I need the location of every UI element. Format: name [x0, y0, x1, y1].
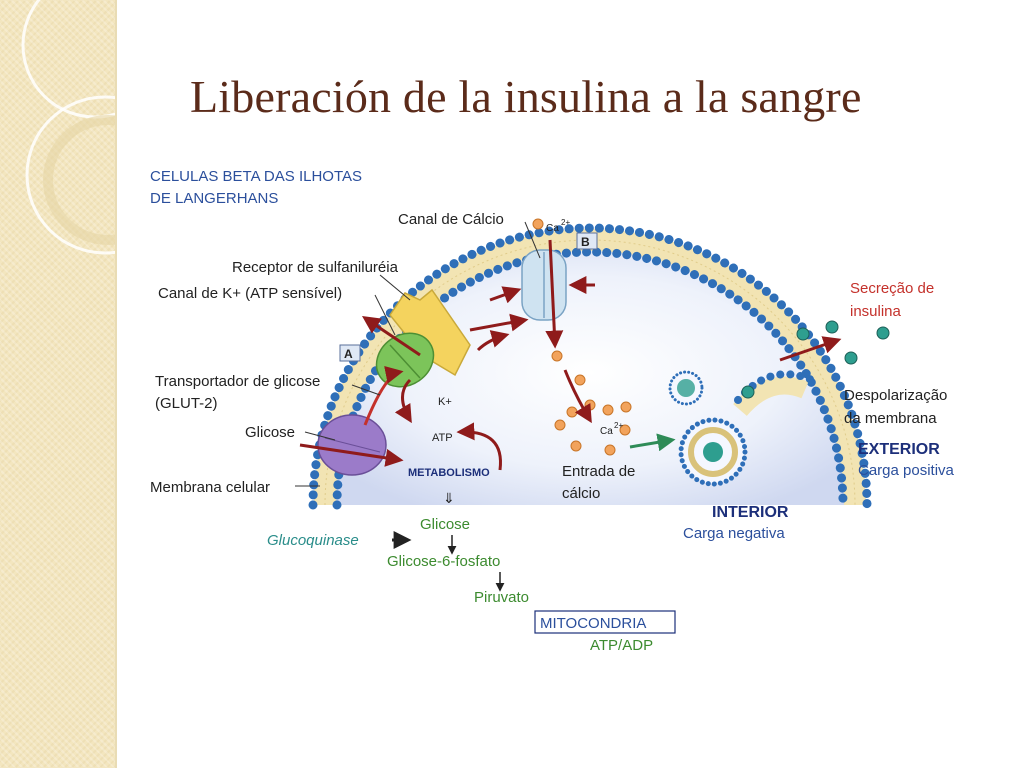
label-receptor: Receptor de sulfaniluréia: [232, 259, 399, 276]
label-canal-k: Canal de K+ (ATP sensível): [158, 285, 342, 302]
label-membrana: Membrana celular: [150, 479, 270, 496]
label-atp: ATP: [432, 432, 453, 444]
label-secrecao-2: insulina: [850, 303, 902, 320]
calcium-channel: [521, 249, 567, 321]
leader-lines: [295, 221, 541, 487]
badge-a-label: A: [344, 347, 353, 361]
label-transportador-1: Transportador de glicose: [155, 373, 320, 390]
badge-a: [339, 344, 361, 362]
label-exterior: EXTERIOR: [858, 441, 940, 458]
decorative-sidebar: [0, 0, 185, 768]
insulin-granule-small: [668, 370, 704, 406]
exocytosis-pocket: [733, 370, 816, 417]
label-ca2-top-sup: 2+: [561, 218, 570, 227]
label-despol-1: Despolarização: [844, 387, 947, 404]
badge-b: [576, 232, 598, 250]
label-piruvato: Piruvato: [474, 589, 529, 606]
label-entrada-2: cálcio: [562, 485, 600, 502]
label-atp-adp: ATP/ADP: [590, 637, 653, 654]
label-transportador-2: (GLUT-2): [155, 395, 218, 412]
label-despol-2: da membrana: [844, 410, 937, 427]
glut2-transporter: [317, 414, 387, 476]
pathway-arrows: [299, 239, 676, 471]
label-carga-negativa: Carga negativa: [683, 525, 785, 542]
label-mitocondria: MITOCONDRIA: [540, 615, 646, 632]
label-ca2-inner-sup: 2+: [614, 421, 623, 430]
label-ca2-inner: Ca: [600, 426, 613, 437]
secreted-insulin: [779, 320, 890, 365]
slide-title: Liberación de la insulina a la sangre: [190, 71, 862, 122]
label-glicose-path: Glicose: [420, 516, 470, 533]
badge-b-label: B: [581, 235, 590, 249]
label-secrecao-1: Secreção de: [850, 280, 934, 297]
metabolism-down-arrow: ⇓: [443, 490, 455, 506]
label-metabolismo: METABOLISMO: [408, 467, 490, 479]
label-glicose-left: Glicose: [245, 424, 295, 441]
diagram-heading-line1: CELULAS BETA DAS ILHOTAS: [150, 168, 362, 185]
label-canal-calcio: Canal de Cálcio: [398, 211, 504, 228]
label-ca2-top: Ca: [546, 223, 559, 234]
label-k-plus: K+: [438, 396, 452, 408]
label-entrada-1: Entrada de: [562, 463, 635, 480]
mitocondria-box: [534, 610, 676, 634]
label-carga-positiva: Carga positiva: [858, 462, 955, 479]
label-g6p: Glicose-6-fosfato: [387, 553, 500, 570]
label-interior: INTERIOR: [712, 504, 789, 521]
label-glucoquinase: Glucoquinase: [267, 532, 359, 549]
diagram-heading-line2: DE LANGERHANS: [150, 190, 278, 207]
insulin-granule-large: [678, 417, 748, 487]
